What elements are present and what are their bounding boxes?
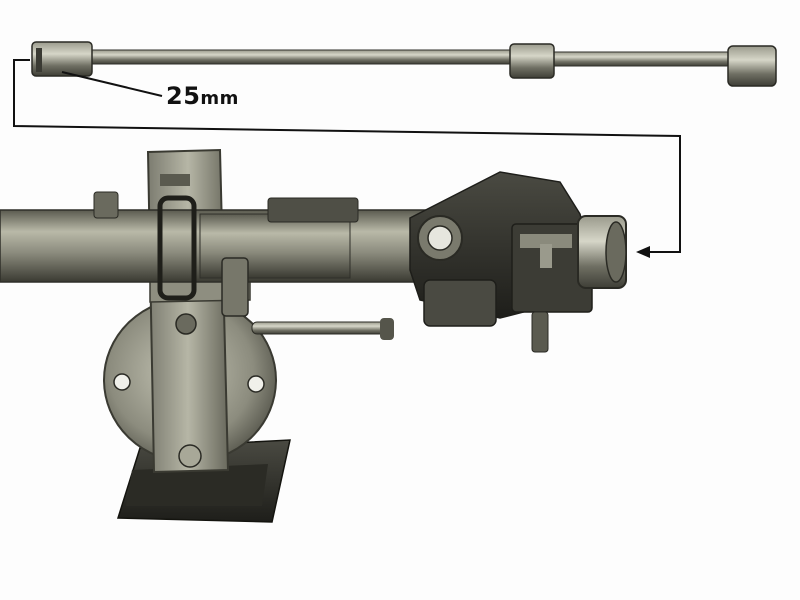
hose-clamp bbox=[157, 195, 197, 301]
selector-housing bbox=[409, 171, 627, 353]
top-clamp bbox=[267, 197, 359, 223]
socket-tool bbox=[31, 41, 777, 87]
connector-bracket-line bbox=[13, 59, 681, 253]
socket-end-right bbox=[727, 45, 777, 87]
dimension-value: 25 bbox=[166, 82, 201, 110]
shift-lever-rod bbox=[251, 318, 394, 340]
callout-leader-line bbox=[61, 71, 163, 97]
dimension-callout: 25mm bbox=[166, 84, 239, 108]
socket-end-left bbox=[31, 41, 93, 77]
selector-shaft-tube bbox=[0, 191, 431, 317]
rod-coupling bbox=[509, 43, 555, 79]
grease-nipple bbox=[93, 191, 119, 219]
dimension-unit: mm bbox=[200, 88, 239, 109]
arrow-head-icon bbox=[636, 246, 650, 258]
